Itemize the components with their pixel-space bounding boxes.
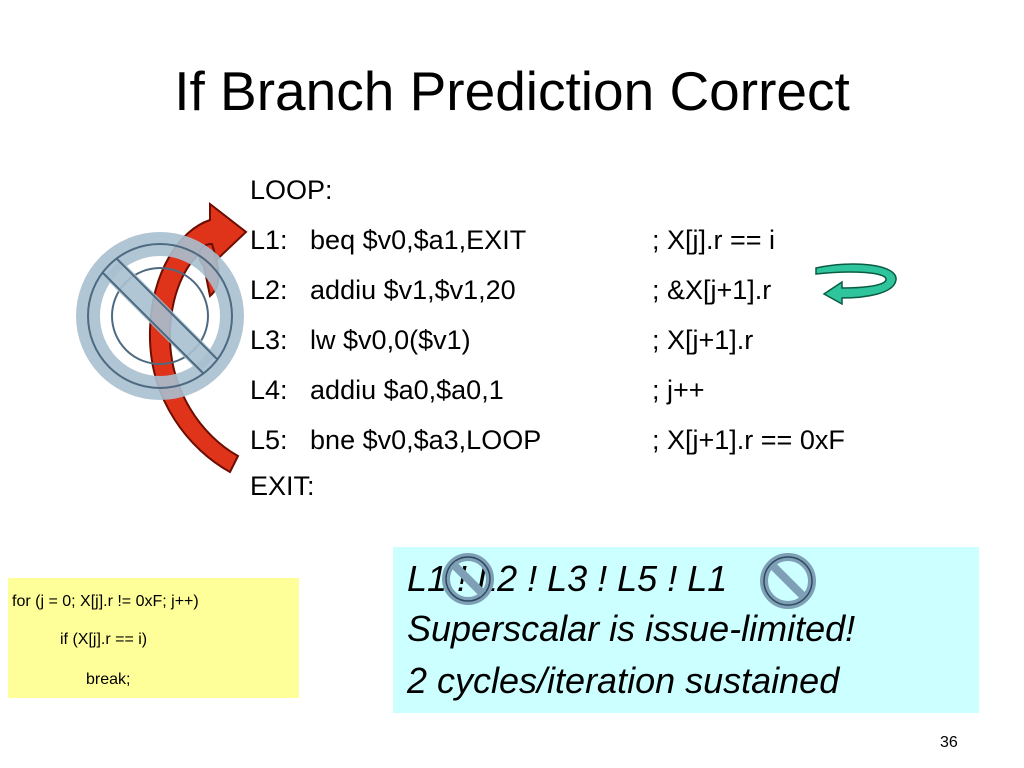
no-symbol-icon: [760, 553, 816, 609]
code-comment-2: ; &X[j+1].r: [652, 275, 772, 305]
code-comment-5: ; X[j+1].r == 0xF: [652, 425, 845, 455]
summary-sequence: L1 ! L2 ! L3 ! L5 ! L1: [407, 558, 728, 599]
code-line-5: L5: bne $v0,$a3,LOOP: [250, 425, 542, 455]
page-number: 36: [940, 734, 958, 751]
no-symbol-icon: [76, 232, 244, 400]
code-comment-1: ; X[j].r == i: [652, 225, 776, 255]
c-code-box: for (j = 0; X[j].r != 0xF; j++) if (X[j]…: [8, 578, 299, 698]
summary-cycles: 2 cycles/iteration sustained: [407, 660, 840, 701]
code-line-1: L1: beq $v0,$a1,EXIT: [250, 225, 527, 255]
code-line-3: L3: lw $v0,0($v1): [250, 325, 471, 355]
code-line-4: L4: addiu $a0,$a0,1: [250, 375, 504, 405]
c-code-line-2: break;: [86, 671, 131, 688]
summary-issue-limited: Superscalar is issue-limited!: [407, 608, 856, 649]
summary-box: L1 ! L2 ! L3 ! L5 ! L1 Superscalar is is…: [393, 547, 979, 713]
slide-title: If Branch Prediction Correct: [174, 60, 850, 122]
code-line-6: EXIT:: [250, 471, 315, 501]
code-comment-4: ; j++: [652, 375, 705, 405]
code-line-0: LOOP:: [250, 175, 333, 205]
code-line-2: L2: addiu $v1,$v1,20: [250, 275, 516, 305]
c-code-line-1: if (X[j].r == i): [60, 631, 148, 648]
curved-arrow-icon: [815, 263, 897, 306]
no-symbol-icon: [442, 553, 494, 605]
code-comment-3: ; X[j+1].r: [652, 325, 754, 355]
c-code-line-0: for (j = 0; X[j].r != 0xF; j++): [12, 593, 199, 610]
